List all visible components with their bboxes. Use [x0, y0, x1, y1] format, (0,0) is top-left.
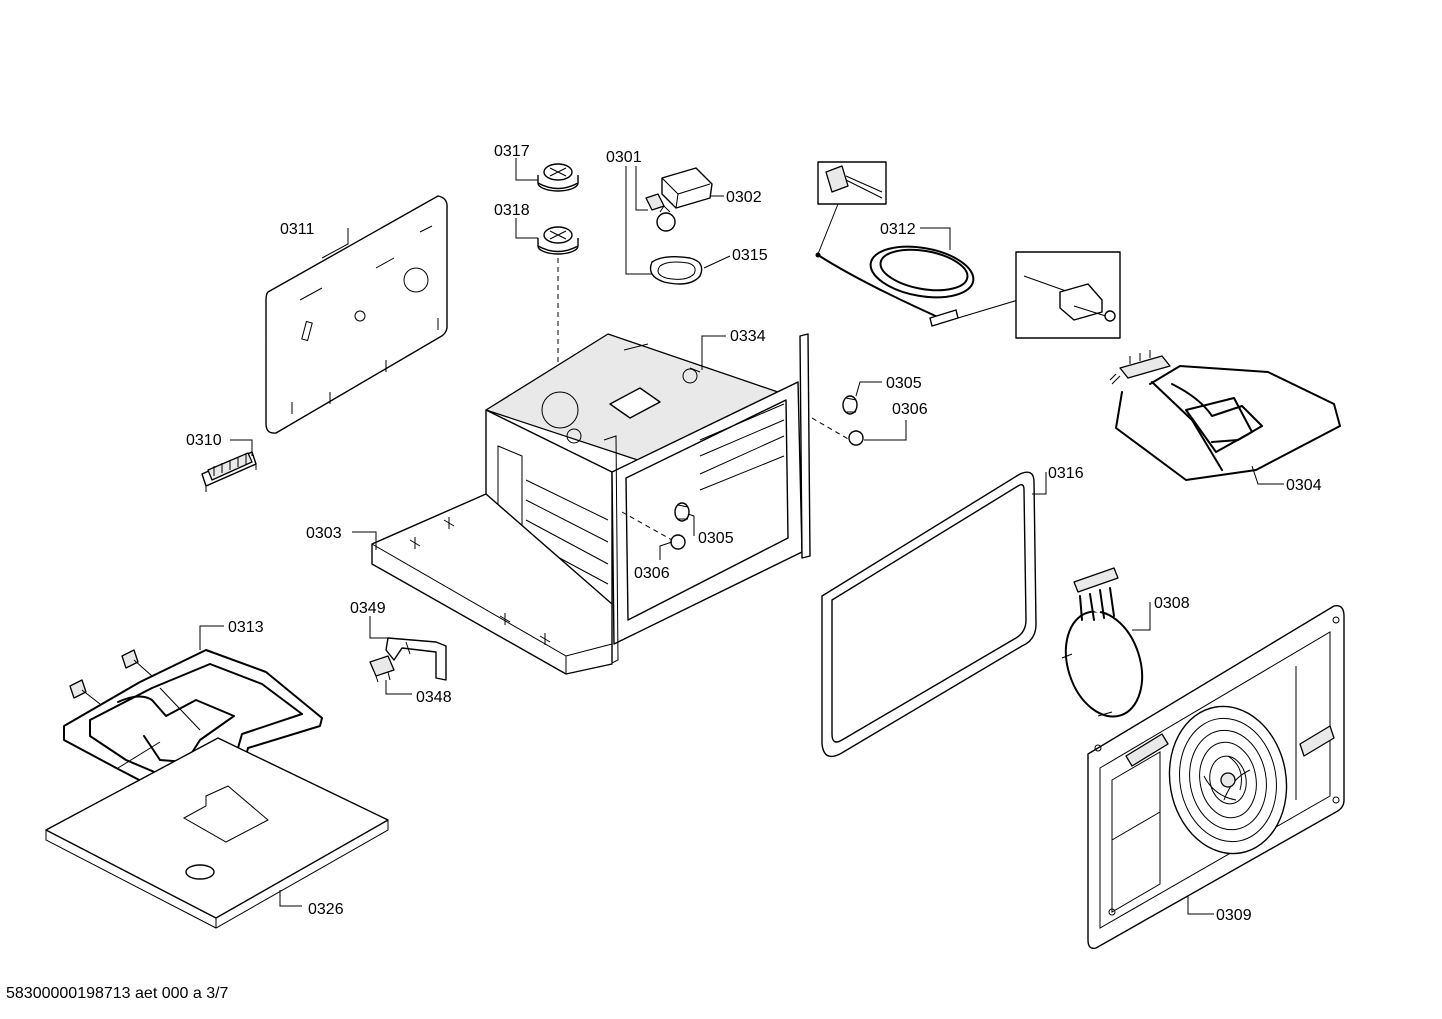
part-0317-lamp-cover[interactable] [537, 163, 579, 192]
label-0302[interactable]: 0302 [726, 189, 762, 206]
part-0313-bottom-heating-element[interactable] [63, 649, 323, 797]
assembly-line-0305-upper [811, 417, 851, 441]
part-0301-lamp-holder[interactable] [645, 167, 713, 232]
label-0303[interactable]: 0303 [306, 525, 342, 542]
label-0349[interactable]: 0349 [350, 600, 386, 617]
part-0311-rear-panel[interactable] [265, 195, 448, 434]
part-0310-terminal-block[interactable] [201, 451, 257, 492]
part-0348-clip[interactable] [369, 655, 395, 683]
part-0312-sensor-cable[interactable] [815, 161, 1121, 339]
label-0334[interactable]: 0334 [730, 328, 766, 345]
part-0303-bottom-plate[interactable] [371, 493, 613, 675]
assembly-line-0305-middle [621, 511, 673, 541]
label-0309[interactable]: 0309 [1216, 907, 1252, 924]
part-0304-top-heating-element[interactable] [1109, 350, 1341, 481]
part-0334-oven-cavity[interactable] [485, 333, 811, 665]
part-0326-bottom-plate[interactable] [45, 737, 389, 929]
part-0305-bracket-upper[interactable] [842, 395, 858, 415]
label-0310[interactable]: 0310 [186, 432, 222, 449]
part-0308-ring-heating-element[interactable] [1053, 567, 1155, 726]
part-0315-lamp-seal[interactable] [649, 255, 703, 285]
label-0306-mid[interactable]: 0306 [634, 565, 670, 582]
label-0318[interactable]: 0318 [494, 202, 530, 219]
part-0349-bracket[interactable] [385, 637, 447, 681]
label-0315[interactable]: 0315 [732, 247, 768, 264]
label-0301[interactable]: 0301 [606, 149, 642, 166]
label-0326[interactable]: 0326 [308, 901, 344, 918]
label-0313[interactable]: 0313 [228, 619, 264, 636]
label-0305-top[interactable]: 0305 [886, 375, 922, 392]
label-0311[interactable]: 0311 [280, 221, 315, 238]
part-0318-lamp-cover[interactable] [537, 226, 579, 255]
part-labels: 0317 0318 0301 0302 0315 0312 0311 0334 … [186, 143, 1322, 924]
label-0305-mid[interactable]: 0305 [698, 530, 734, 547]
label-0306-top[interactable]: 0306 [892, 401, 928, 418]
part-0316-door-seal[interactable] [821, 471, 1037, 758]
document-code: 58300000198713 aet 000 a 3/7 [6, 985, 229, 1002]
label-0312[interactable]: 0312 [880, 221, 916, 238]
part-0305-bracket-middle[interactable] [674, 502, 690, 522]
label-0348[interactable]: 0348 [416, 689, 452, 706]
label-0317[interactable]: 0317 [494, 143, 530, 160]
part-0306-cap-upper[interactable] [848, 430, 864, 446]
part-0306-cap-middle[interactable] [670, 534, 686, 550]
label-0316[interactable]: 0316 [1048, 465, 1084, 482]
part-0309-rear-fan-panel[interactable] [1087, 605, 1345, 950]
leader-lines [199, 158, 1284, 915]
label-0304[interactable]: 0304 [1286, 477, 1322, 494]
label-0308[interactable]: 0308 [1154, 595, 1190, 612]
